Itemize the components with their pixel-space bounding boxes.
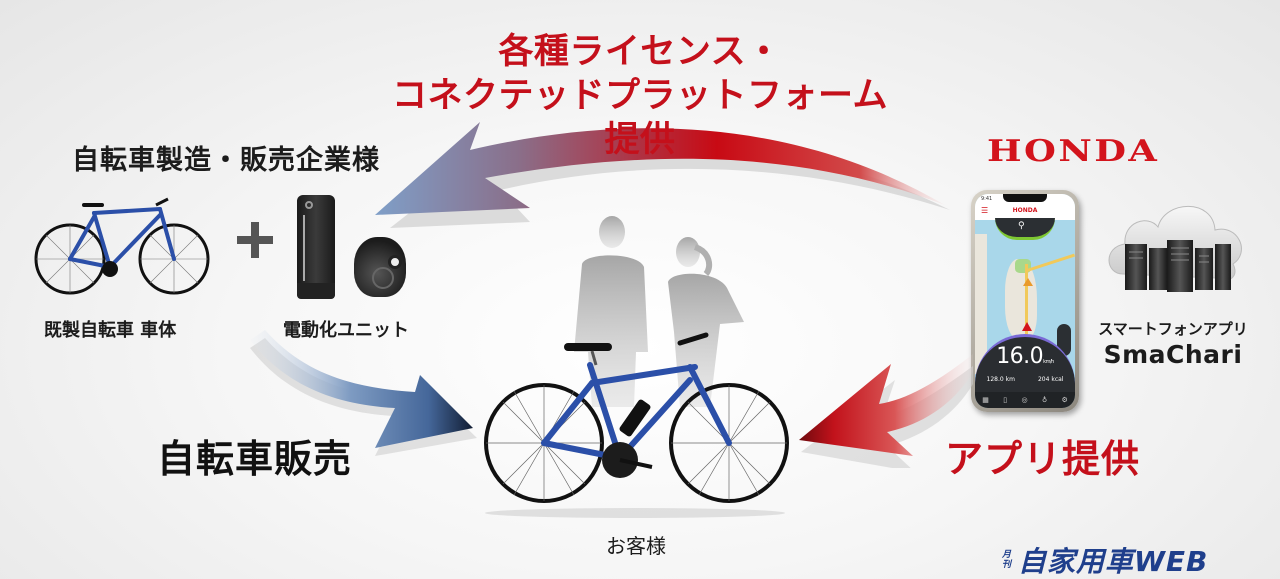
current-location-icon — [1022, 322, 1032, 331]
distance-readout: 128.0 km — [987, 376, 1015, 383]
app-header-brand: HONDA — [1012, 207, 1038, 214]
phone-notch — [1003, 194, 1047, 202]
jikayosha-web-logo: 月刊 自家用車WEB THE OWNER DRIVER — [1002, 540, 1258, 579]
phone-status-bar: 9:41 ☰ HONDA — [975, 194, 1075, 220]
existing-bicycle-image — [34, 197, 210, 295]
distance-unit: km — [1005, 376, 1015, 383]
smartphone-app-caption: スマートフォンアプリ — [1098, 320, 1248, 338]
drive-motor-image — [354, 237, 406, 297]
battery-image — [297, 195, 335, 299]
app-tab-bar: ▦ ▯ ◎ ♁ ⚙ — [975, 392, 1075, 408]
hamburger-menu-icon[interactable]: ☰ — [981, 206, 989, 215]
speedometer-panel: 16.0km/h 128.0 km 204 kcal — [975, 334, 1075, 392]
manufacturer-heading: 自転車製造・販売企業様 — [72, 145, 380, 176]
title: 各種ライセンス・ コネクテッドプラットフォーム提供 — [390, 30, 890, 162]
cloud-server-icon — [1108, 206, 1242, 292]
app-provision-label: アプリ提供 — [945, 437, 1141, 481]
calories-unit: kcal — [1051, 376, 1064, 383]
app-provision-arrow — [799, 354, 973, 468]
speed-unit: km/h — [1043, 359, 1054, 365]
title-line-2: コネクテッドプラットフォーム提供 — [392, 76, 888, 160]
map-land — [975, 234, 987, 374]
honda-logo: HONDA — [987, 134, 1160, 169]
bike-icon[interactable]: ◎ — [1021, 396, 1028, 404]
map-road — [1026, 253, 1075, 272]
calories-value: 204 — [1037, 376, 1050, 383]
battery-icon[interactable]: ▯ — [1003, 396, 1008, 404]
sales-arrow — [250, 330, 477, 456]
warning-icon — [1023, 278, 1033, 286]
smachari-app-name: SmaChari — [1103, 340, 1243, 369]
existing-bicycle-caption: 既製自転車 車体 — [44, 320, 177, 341]
bicycle-sales-label: 自転車販売 — [157, 437, 353, 481]
distance-value: 128.0 — [986, 376, 1004, 383]
battery-gauge: ⚲ — [995, 218, 1055, 240]
map-road — [1025, 264, 1028, 344]
plus-icon — [235, 220, 275, 260]
grid-icon[interactable]: ▦ — [982, 396, 989, 404]
speed-readout: 16.0km/h — [975, 345, 1075, 374]
logo-monthly-mark: 月刊 — [1002, 550, 1012, 570]
location-pin-icon[interactable]: ♁ — [1041, 396, 1048, 404]
customer-label: お客様 — [606, 534, 666, 558]
bike-icon: ⚲ — [1018, 221, 1025, 231]
license-arrow — [375, 122, 950, 228]
logo-main-text: 自家用車WEB — [1018, 545, 1209, 578]
app-screen: 9:41 ☰ HONDA ⚲ 16.0km/h 128.0 km 204 kca… — [975, 194, 1075, 408]
speed-value: 16.0 — [996, 344, 1044, 369]
calories-readout: 204 kcal — [1038, 376, 1064, 383]
electric-unit-caption: 電動化ユニット — [283, 320, 409, 341]
title-line-1: 各種ライセンス・ — [498, 32, 782, 72]
e-bike-image — [484, 332, 789, 518]
smartphone-mockup: 9:41 ☰ HONDA ⚲ 16.0km/h 128.0 km 204 kca… — [971, 190, 1079, 412]
status-time: 9:41 — [981, 196, 993, 202]
gear-icon[interactable]: ⚙ — [1061, 396, 1068, 404]
